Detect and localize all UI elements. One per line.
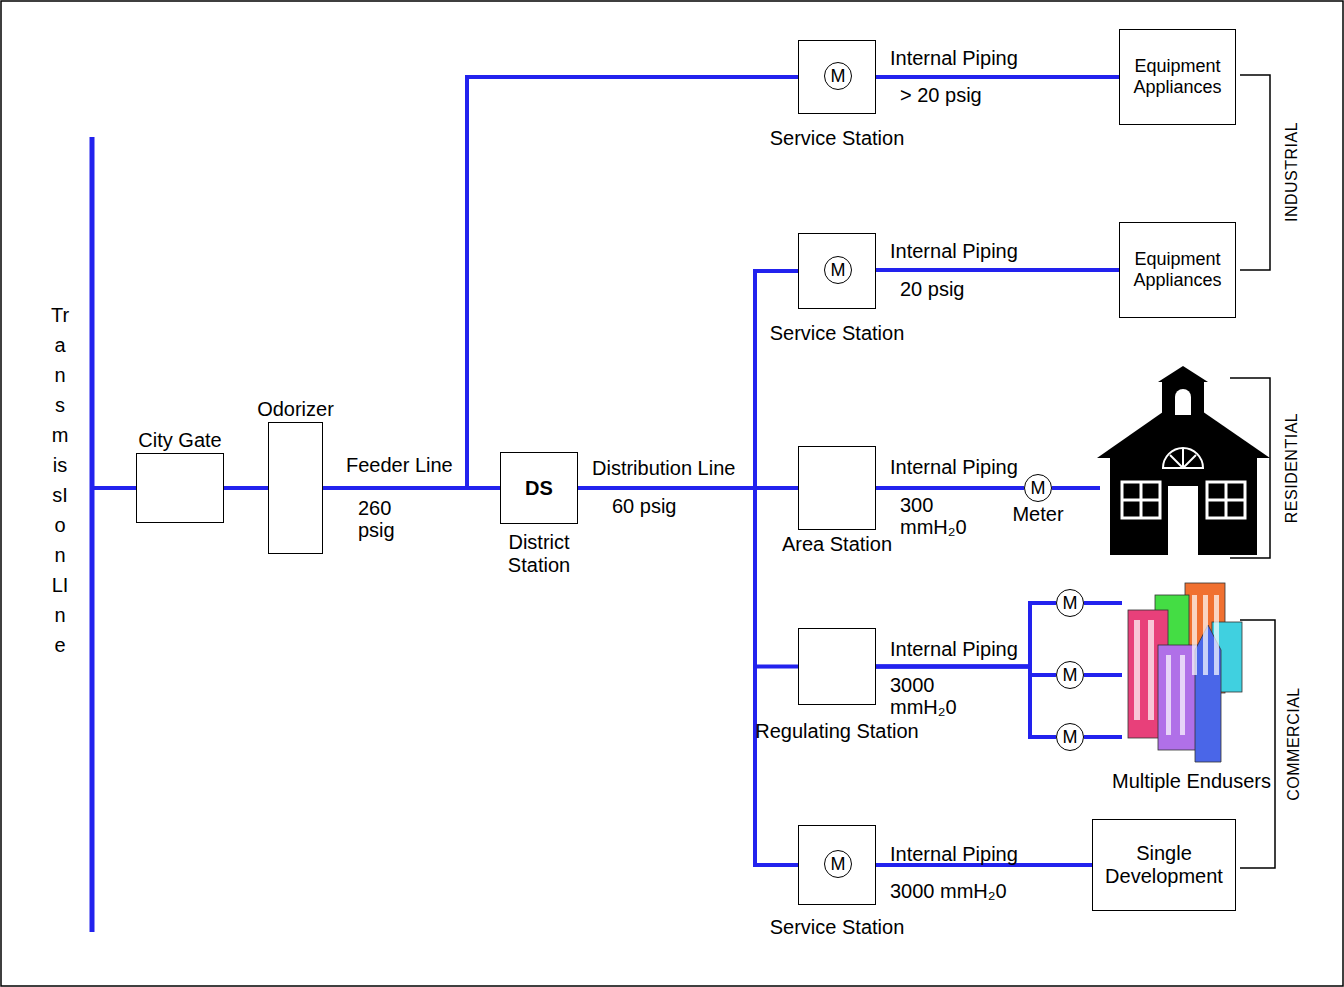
text-label: Multiple Endusers — [1112, 770, 1271, 792]
odorizer-box: Odorizer — [268, 422, 323, 554]
transmission-line — [90, 137, 95, 932]
service-station-box: Service StationM — [798, 40, 876, 114]
node-caption: Regulating Station — [755, 720, 918, 743]
node-label: M — [1063, 728, 1078, 746]
pipe-connector — [876, 486, 1024, 490]
pipe — [1052, 486, 1100, 490]
node-caption: Service Station — [770, 322, 905, 345]
equipment-box: Equipment Appliances — [1119, 222, 1236, 318]
node-caption: District Station — [489, 531, 589, 577]
service-station-box: Service StationM — [798, 825, 876, 905]
pipe — [92, 486, 136, 490]
meter-circle: M — [824, 62, 852, 90]
meter-circle: M — [824, 256, 852, 284]
text-label: TransmissIon LIne — [50, 300, 70, 660]
district-station-box: DSDistrict Station — [500, 452, 578, 524]
house-icon — [1097, 366, 1270, 555]
node-label: Equipment Appliances — [1120, 249, 1235, 290]
area-station-box: Area Station — [798, 446, 876, 530]
station-box: City Gate — [136, 453, 224, 523]
node-caption: Odorizer — [257, 398, 334, 421]
service-station-box: Service StationM — [798, 233, 876, 309]
node-caption: Meter — [1012, 503, 1063, 526]
text-label: 300 mmH₂0 — [900, 494, 970, 538]
pipe-connector — [224, 486, 268, 490]
category-label: RESIDENTIAL — [1283, 413, 1301, 523]
text-label: Internal Piping — [890, 240, 1018, 262]
pipe-connector — [578, 271, 798, 488]
category-label: COMMERCIAL — [1285, 687, 1303, 800]
pipe-connector — [876, 268, 1119, 272]
text-label: Internal Piping — [890, 456, 1018, 478]
node-label: M — [831, 67, 846, 85]
pipe-connector — [876, 603, 1056, 667]
text-label: 3000 mmH₂0 — [890, 674, 962, 718]
text-label: Internal Piping — [890, 638, 1018, 660]
node-caption: Area Station — [782, 533, 892, 556]
pipe-connector — [578, 488, 798, 667]
text-label: Internal Piping — [890, 47, 1018, 69]
equipment-box: Equipment Appliances — [1119, 29, 1236, 125]
category-label: INDUSTRIAL — [1283, 122, 1301, 222]
text-label: > 20 psig — [900, 84, 982, 106]
text-label: 60 psig — [612, 495, 677, 517]
text-label: 3000 mmH₂0 — [890, 880, 1007, 902]
development-box: Single Development — [1092, 819, 1236, 911]
node-label: M — [1063, 666, 1078, 684]
pipe-connector — [876, 75, 1119, 79]
meter-circle: M — [1056, 589, 1084, 617]
node-label: DS — [525, 477, 553, 500]
node-label: M — [831, 261, 846, 279]
pipe — [1084, 603, 1122, 737]
pipe-connector — [323, 77, 798, 488]
node-label: M — [1063, 594, 1078, 612]
bracket — [1230, 75, 1275, 868]
meter-circle: M — [1056, 723, 1084, 751]
text-label: 260 psig — [358, 497, 408, 541]
node-label: M — [1031, 479, 1046, 497]
node-caption: Service Station — [770, 916, 905, 939]
node-caption: City Gate — [138, 429, 221, 452]
node-caption: Service Station — [770, 127, 905, 150]
node-label: M — [831, 855, 846, 873]
pipe-connector — [578, 488, 798, 865]
meter-circle: MMeter — [1024, 474, 1052, 502]
text-label: Distribution Line — [592, 457, 735, 479]
regulating-station-box: Regulating Station — [798, 628, 876, 705]
buildings-icon — [1128, 583, 1242, 762]
node-label: Equipment Appliances — [1120, 56, 1235, 97]
meter-circle: M — [1056, 661, 1084, 689]
text-label: Feeder Line — [346, 454, 453, 476]
meter-circle: M — [824, 850, 852, 878]
node-label: Single Development — [1093, 842, 1235, 888]
text-label: 20 psig — [900, 278, 965, 300]
text-label: Internal Piping — [890, 843, 1018, 865]
